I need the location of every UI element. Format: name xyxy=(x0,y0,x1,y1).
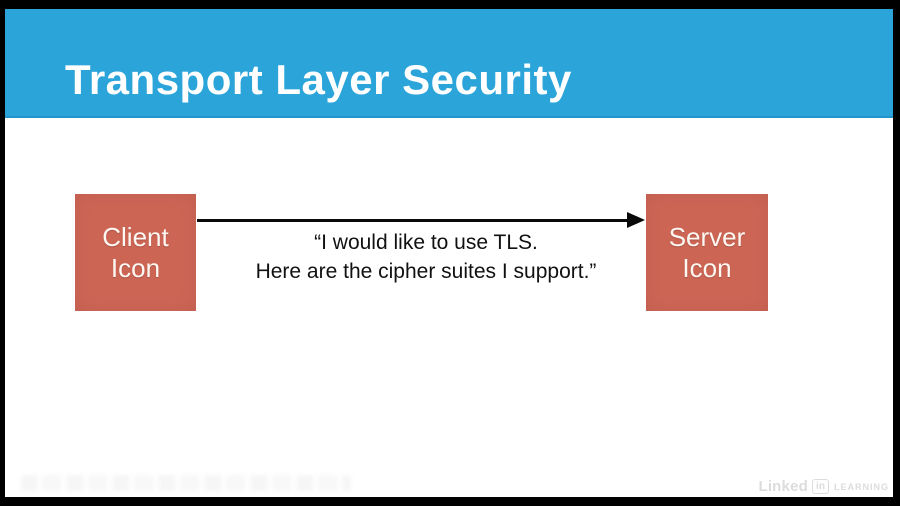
server-node-label-line2: Icon xyxy=(682,252,732,283)
tls-hello-message-line2: Here are the cipher suites I support.” xyxy=(255,260,597,283)
learning-wordmark: LEARNING xyxy=(834,481,889,492)
watermark xyxy=(21,475,351,491)
linkedin-wordmark: Linked xyxy=(758,478,808,495)
client-node-label-line1: Client xyxy=(102,221,169,252)
arrow-line xyxy=(197,219,629,222)
slide-title: Transport Layer Security xyxy=(65,56,572,103)
slide-canvas: Transport Layer Security Client Icon “I … xyxy=(5,9,893,497)
server-node-box: Server Icon xyxy=(646,194,768,311)
arrowhead-icon xyxy=(627,212,645,228)
client-node-label-line2: Icon xyxy=(110,252,161,283)
linkedin-in-badge-icon: in xyxy=(812,479,829,494)
linkedin-learning-logo: Linked in LEARNING xyxy=(758,478,889,495)
tls-hello-message: “I would like to use TLS. Here are the c… xyxy=(203,228,649,286)
client-node-box: Client Icon xyxy=(75,194,196,311)
client-to-server-arrow xyxy=(197,212,645,228)
server-node-label-line1: Server xyxy=(668,221,746,252)
tls-hello-message-line1: “I would like to use TLS. xyxy=(314,231,538,254)
title-band: Transport Layer Security xyxy=(5,9,893,118)
